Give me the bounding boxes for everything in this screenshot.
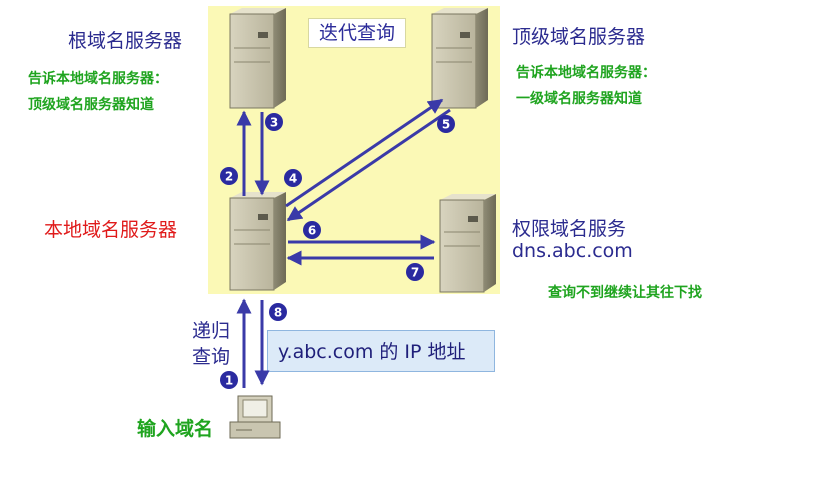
client-computer-icon [229,395,281,439]
authoritative-server-label-line1: 权限域名服务 [512,218,627,240]
svg-text:1: 1 [225,374,233,388]
step-badge-5: 5 [437,115,455,133]
tld-server-note: 告诉本地域名服务器： 一级域名服务器知道 [516,60,656,112]
svg-text:8: 8 [274,306,282,320]
client-label: 输入域名 [137,418,214,440]
authoritative-server-icon [439,194,496,293]
root-server-label: 根域名服务器 [68,30,183,52]
tld-server-label: 顶级域名服务器 [512,26,646,48]
step-badge-3: 3 [265,113,283,131]
recursive-query-label: 递归 查询 [192,318,230,370]
root-server-icon [229,8,286,109]
svg-text:4: 4 [289,172,297,186]
diagram-title: 迭代查询 [308,18,406,48]
svg-text:3: 3 [270,116,278,130]
root-note-line2: 顶级域名服务器知道 [28,97,154,113]
step-badge-7: 7 [406,263,424,281]
step-badge-2: 2 [220,167,238,185]
step-badge-8: 8 [269,303,287,321]
tld-note-line1: 告诉本地域名服务器： [516,65,656,81]
recursive-query-line2: 查询 [192,346,231,368]
svg-text:5: 5 [442,118,450,132]
authoritative-server-note: 查询不到继续让其往下找 [548,285,702,301]
local-server-label: 本地域名服务器 [44,219,178,241]
recursive-query-line1: 递归 [192,320,231,342]
root-note-line1: 告诉本地域名服务器： [28,71,168,87]
svg-text:6: 6 [308,224,316,238]
step-badges: 1 2 3 4 5 6 7 8 [220,113,455,389]
step-badge-4: 4 [284,169,302,187]
ip-address-answer-box: y.abc.com 的 IP 地址 [267,330,495,372]
tld-note-line2: 一级域名服务器知道 [516,91,642,107]
arrow-step-5 [286,108,451,222]
root-server-note: 告诉本地域名服务器： 顶级域名服务器知道 [28,66,168,118]
svg-text:7: 7 [411,266,419,280]
authoritative-server-label-line2: dns.abc.com [512,240,633,262]
step-badge-1: 1 [220,371,238,389]
svg-text:2: 2 [225,170,233,184]
step-badge-6: 6 [303,221,321,239]
query-arrows [236,98,451,388]
authoritative-server-label: 权限域名服务 dns.abc.com [512,218,633,262]
arrow-step-4 [285,98,444,208]
local-server-icon [229,192,286,291]
tld-server-icon [431,8,488,109]
